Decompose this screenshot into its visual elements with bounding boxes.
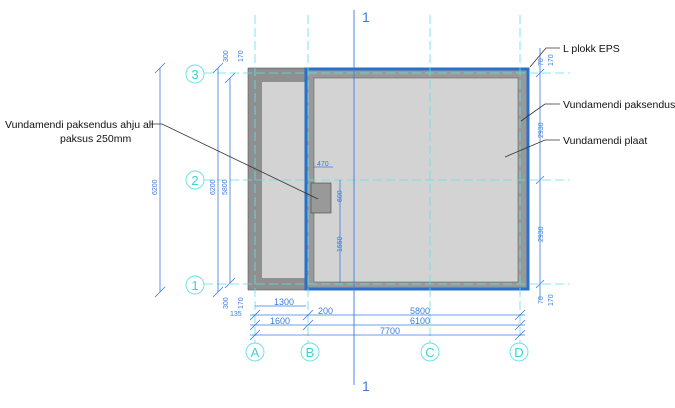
dim-left-135: 135 — [230, 311, 242, 318]
foundation-plan — [247, 67, 530, 291]
dim-right-2930-upper: 2930 — [538, 122, 545, 138]
dim-6100: 6100 — [410, 316, 430, 326]
label-eps: L plokk EPS — [563, 43, 620, 55]
axis-a: A — [251, 345, 260, 360]
dim-right-2930-lower: 2930 — [538, 226, 545, 242]
section-label-top: 1 — [362, 9, 370, 25]
dim-right-top-70: 70 — [538, 58, 545, 66]
left-dimensions: 6200 6200 5800 300 170 300 170 135 — [152, 50, 245, 318]
axis-1: 1 — [191, 278, 198, 293]
bottom-dimensions: 1300 200 5800 1600 6100 7700 — [249, 297, 526, 341]
oven-thickening — [310, 182, 332, 214]
dim-oven-600: 600 — [337, 190, 344, 202]
dim-left-6200: 6200 — [152, 179, 159, 195]
section-label-bottom: 1 — [362, 378, 370, 394]
dim-left-5800: 5800 — [222, 179, 229, 195]
section-line: 1 1 — [353, 9, 370, 394]
dim-right-bottom-70: 70 — [538, 296, 545, 304]
annotations: L plokk EPS Vundamendi paksendus Vundame… — [5, 43, 675, 200]
axis-c: C — [425, 345, 434, 360]
axis-2: 2 — [191, 173, 198, 188]
label-thickening: Vundamendi paksendus — [563, 99, 675, 111]
dim-5800: 5800 — [410, 306, 430, 316]
dim-1600: 1600 — [270, 316, 290, 326]
axis-3: 3 — [191, 67, 198, 82]
dim-left-bottom-170: 170 — [238, 297, 245, 309]
axis-d: D — [514, 345, 523, 360]
dim-left-top-300: 300 — [223, 50, 230, 62]
oven-dimensions: 470 600 1550 — [313, 161, 344, 283]
right-dimensions: 70 170 2930 2930 70 170 — [535, 48, 555, 306]
dim-left-grid-6200: 6200 — [210, 179, 217, 195]
dim-7700: 7700 — [380, 326, 400, 336]
dim-right-bottom-170: 170 — [548, 294, 555, 306]
dim-1300: 1300 — [274, 297, 294, 307]
dim-right-top-170: 170 — [548, 54, 555, 66]
label-oven-line1: Vundamendi paksendus ahju all — [5, 119, 153, 131]
dim-left-top-170: 170 — [238, 50, 245, 62]
axis-b: B — [306, 345, 315, 360]
dim-left-bottom-300: 300 — [223, 297, 230, 309]
dim-oven-1550: 1550 — [337, 236, 344, 252]
grid-lines — [204, 15, 570, 343]
dim-oven-470: 470 — [317, 161, 329, 168]
label-slab: Vundamendi plaat — [563, 135, 647, 147]
grid-bubbles: A B C D 3 2 1 — [185, 64, 529, 362]
label-oven-line2: paksus 250mm — [60, 133, 131, 145]
dim-200: 200 — [318, 306, 333, 316]
